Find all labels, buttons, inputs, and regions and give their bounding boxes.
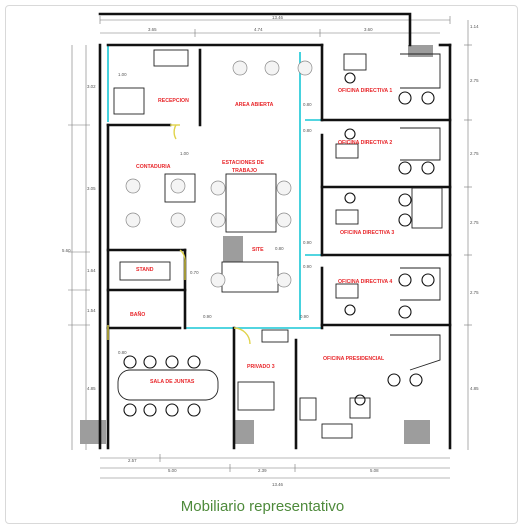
dimension-lines <box>68 16 472 479</box>
dim-top-total: 13.46 <box>272 15 284 20</box>
dim-door-10: 0.90 <box>300 314 309 319</box>
dim-right-3: 2.75 <box>470 220 479 225</box>
dim-door-3: 0.80 <box>303 102 312 107</box>
label-contaduria: CONTADURIA <box>136 164 171 170</box>
dim-door-4: 0.80 <box>303 128 312 133</box>
dim-left-2: 3.05 <box>87 186 96 191</box>
dim-right-1: 2.75 <box>470 78 479 83</box>
dim-door-7: 0.70 <box>190 270 199 275</box>
dim-bottom-sub: 2.57 <box>128 458 137 463</box>
dim-door-2: 1.00 <box>180 151 189 156</box>
dim-top-1: 3.65 <box>148 27 157 32</box>
dim-door-5: 0.90 <box>303 240 312 245</box>
dim-bottom-1: 5.00 <box>168 468 177 473</box>
label-directiva-4: OFICINA DIRECTIVA 4 <box>338 279 392 285</box>
walls <box>98 12 452 450</box>
dim-bottom-total: 13.46 <box>272 482 284 487</box>
label-sala-juntas: SALA DE JUNTAS <box>150 379 195 385</box>
door-marks <box>107 124 251 345</box>
dim-door-6: 0.90 <box>303 264 312 269</box>
dim-left-4: 1.54 <box>87 308 96 313</box>
dim-door-8: 0.80 <box>275 246 284 251</box>
dim-bottom-2: 2.39 <box>258 468 267 473</box>
dim-right-2: 2.75 <box>470 151 479 156</box>
office-chairs <box>123 72 435 417</box>
dim-door-1: 1.00 <box>118 72 127 77</box>
label-bano: BAÑO <box>130 311 145 318</box>
label-privado-3: PRIVADO 3 <box>247 364 275 370</box>
glazing-lines <box>107 45 322 329</box>
label-estaciones-1: ESTACIONES DE <box>222 160 265 166</box>
label-directiva-2: OFICINA DIRECTIVA 2 <box>338 140 392 146</box>
label-estaciones-2: TRABAJO <box>232 168 257 174</box>
label-site: SITE <box>252 247 264 253</box>
label-directiva-3: OFICINA DIRECTIVA 3 <box>340 230 394 236</box>
label-stand: STAND <box>136 267 154 273</box>
label-area-abierta: AREA ABIERTA <box>235 102 274 108</box>
dim-top-2: 4.74 <box>254 27 263 32</box>
label-directiva-1: OFICINA DIRECTIVA 1 <box>338 88 392 94</box>
figure-caption: Mobiliario representativo <box>180 498 345 515</box>
dim-right-5: 4.85 <box>470 386 479 391</box>
dim-left-total: 5.60 <box>62 248 71 253</box>
dim-left-3: 1.64 <box>87 268 96 273</box>
dim-right-4: 2.75 <box>470 290 479 295</box>
dim-door-9: 0.90 <box>203 314 212 319</box>
dim-top-right: 1.14 <box>470 24 479 29</box>
office-desks <box>113 49 443 439</box>
dim-top-3: 3.60 <box>364 27 373 32</box>
dim-left-1: 3.02 <box>87 84 96 89</box>
label-oficina-presidencial: OFICINA PRESIDENCIAL <box>323 356 385 362</box>
dim-bottom-3: 5.08 <box>370 468 379 473</box>
dim-left-5: 4.85 <box>87 386 96 391</box>
dim-door-11: 0.80 <box>118 350 127 355</box>
chairs <box>125 60 313 288</box>
label-recepcion: RECEPCION <box>158 98 189 104</box>
